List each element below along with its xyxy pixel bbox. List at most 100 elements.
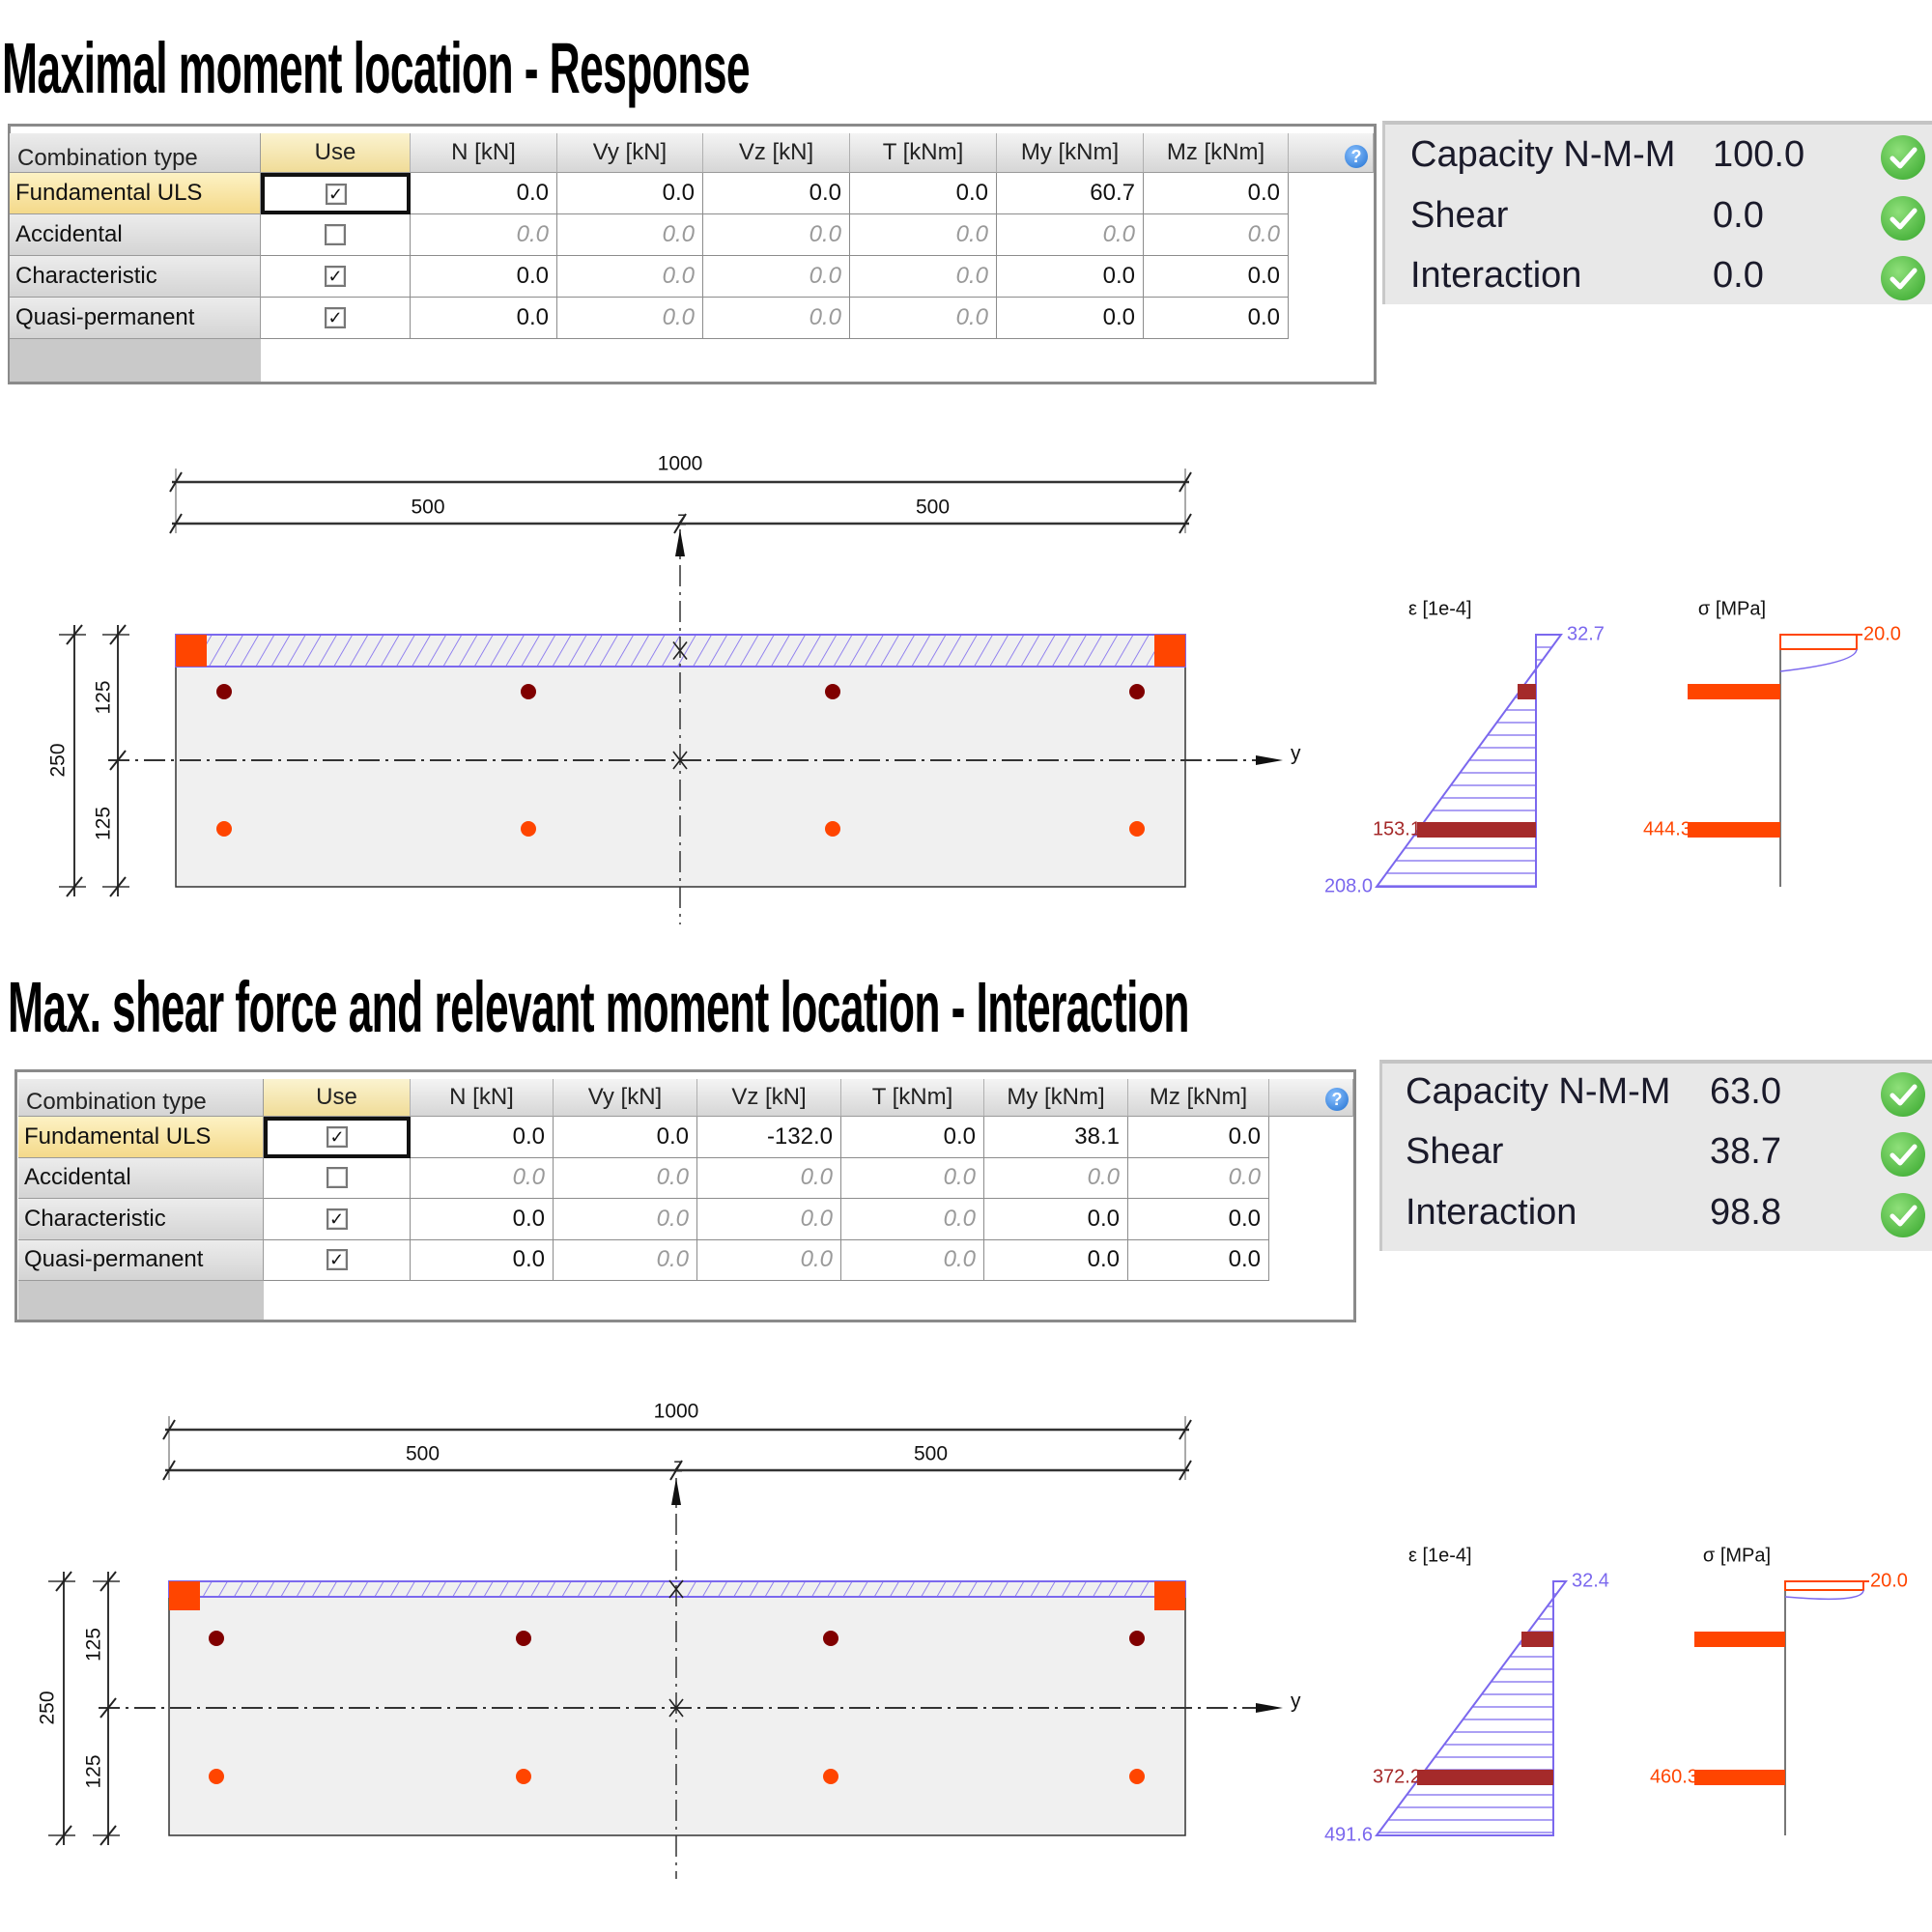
value-cell[interactable]: 0.0 [1144, 256, 1289, 298]
value-cell[interactable]: 0.0 [411, 1157, 554, 1199]
value-cell[interactable]: 60.7 [997, 173, 1144, 214]
column-header-mz-knm[interactable]: Mz [kNm] [1144, 133, 1289, 173]
row-label[interactable]: Quasi-permanent [10, 298, 261, 339]
value-cell[interactable]: 0.0 [697, 1239, 841, 1281]
value-cell[interactable]: 0.0 [984, 1239, 1128, 1281]
value-cell[interactable]: 0.0 [984, 1199, 1128, 1240]
value-cell[interactable]: 0.0 [850, 298, 997, 339]
result-label: Capacity N-M-M [1406, 1071, 1671, 1112]
value-cell[interactable]: 0.0 [1144, 173, 1289, 214]
dimension-half-label: 500 [914, 1443, 948, 1465]
column-header-my-knm[interactable]: My [kNm] [984, 1079, 1128, 1117]
column-header-use[interactable]: Use [264, 1079, 411, 1117]
checkbox-checked[interactable]: ✓ [325, 307, 346, 328]
value-cell[interactable]: 0.0 [697, 1199, 841, 1240]
value-cell[interactable]: 0.0 [1128, 1199, 1269, 1240]
column-header-n-kn[interactable]: N [kN] [411, 1079, 554, 1117]
column-header-vy-kn[interactable]: Vy [kN] [554, 1079, 697, 1117]
help-icon[interactable]: ? [1345, 145, 1368, 168]
compressed-concrete-corner-left [169, 1581, 200, 1610]
value-cell[interactable]: 0.0 [1128, 1157, 1269, 1199]
column-header-n-kn[interactable]: N [kN] [411, 133, 557, 173]
use-cell[interactable]: ✓ [261, 173, 411, 214]
value-cell[interactable]: 0.0 [841, 1157, 984, 1199]
column-header-combination-type[interactable]: Combination type [18, 1079, 264, 1117]
checkbox-checked[interactable]: ✓ [326, 1208, 348, 1230]
value-cell[interactable]: 0.0 [411, 1199, 554, 1240]
value-cell[interactable]: 0.0 [997, 298, 1144, 339]
use-cell[interactable] [264, 1157, 411, 1199]
checkbox-checked[interactable]: ✓ [326, 1249, 348, 1271]
column-header-my-knm[interactable]: My [kNm] [997, 133, 1144, 173]
value-cell[interactable]: 0.0 [557, 298, 703, 339]
value-cell[interactable]: 38.1 [984, 1117, 1128, 1158]
value-cell[interactable]: 0.0 [557, 173, 703, 214]
check-ok-icon [1881, 1193, 1925, 1237]
value-cell[interactable]: 0.0 [850, 256, 997, 298]
value-cell[interactable]: 0.0 [841, 1199, 984, 1240]
value-cell[interactable]: 0.0 [997, 256, 1144, 298]
value-cell[interactable]: 0.0 [841, 1239, 984, 1281]
row-label[interactable]: Quasi-permanent [18, 1239, 264, 1281]
value-cell[interactable]: 0.0 [1144, 214, 1289, 256]
column-header-vz-kn[interactable]: Vz [kN] [703, 133, 850, 173]
row-label[interactable]: Accidental [10, 214, 261, 256]
value-cell[interactable]: 0.0 [557, 214, 703, 256]
column-header-vy-kn[interactable]: Vy [kN] [557, 133, 703, 173]
use-cell[interactable]: ✓ [264, 1239, 411, 1281]
check-ok-icon [1881, 1072, 1925, 1117]
row-label[interactable]: Characteristic [18, 1199, 264, 1240]
y-axis-label: y [1291, 1690, 1301, 1713]
value-cell[interactable]: 0.0 [411, 1239, 554, 1281]
row-label[interactable]: Characteristic [10, 256, 261, 298]
use-cell[interactable]: ✓ [264, 1117, 411, 1158]
value-cell[interactable]: 0.0 [997, 214, 1144, 256]
value-cell[interactable]: 0.0 [1144, 298, 1289, 339]
dimension-half-height-label: 125 [93, 680, 115, 714]
column-header-t-knm[interactable]: T [kNm] [850, 133, 997, 173]
value-cell[interactable]: 0.0 [703, 298, 850, 339]
value-cell[interactable]: 0.0 [703, 173, 850, 214]
checkbox-checked[interactable]: ✓ [327, 1126, 348, 1149]
row-label[interactable]: Fundamental ULS [18, 1117, 264, 1158]
dimension-half-height-label: 125 [83, 1628, 105, 1662]
checkbox-checked[interactable]: ✓ [325, 266, 346, 287]
value-cell[interactable]: -132.0 [697, 1117, 841, 1158]
value-cell[interactable]: 0.0 [411, 298, 557, 339]
help-icon[interactable]: ? [1325, 1088, 1349, 1111]
checkbox-checked[interactable]: ✓ [325, 183, 347, 205]
use-cell[interactable]: ✓ [261, 298, 411, 339]
checkbox-unchecked[interactable] [325, 224, 346, 245]
value-cell[interactable]: 0.0 [557, 256, 703, 298]
dimension-tick [1179, 471, 1192, 493]
value-cell[interactable]: 0.0 [984, 1157, 1128, 1199]
value-cell[interactable]: 0.0 [554, 1117, 697, 1158]
value-cell[interactable]: 0.0 [697, 1157, 841, 1199]
value-cell[interactable]: 0.0 [1128, 1239, 1269, 1281]
value-cell[interactable]: 0.0 [703, 214, 850, 256]
column-header-mz-knm[interactable]: Mz [kNm] [1128, 1079, 1269, 1117]
checkbox-unchecked[interactable] [326, 1167, 348, 1189]
value-cell[interactable]: 0.0 [411, 173, 557, 214]
dimension-half-label: 500 [406, 1443, 440, 1465]
value-cell[interactable]: 0.0 [554, 1239, 697, 1281]
value-cell[interactable]: 0.0 [841, 1117, 984, 1158]
column-header-vz-kn[interactable]: Vz [kN] [697, 1079, 841, 1117]
value-cell[interactable]: 0.0 [554, 1199, 697, 1240]
value-cell[interactable]: 0.0 [411, 256, 557, 298]
value-cell[interactable]: 0.0 [1128, 1117, 1269, 1158]
value-cell[interactable]: 0.0 [411, 214, 557, 256]
value-cell[interactable]: 0.0 [554, 1157, 697, 1199]
column-header-use[interactable]: Use [261, 133, 411, 173]
use-cell[interactable]: ✓ [261, 256, 411, 298]
row-label[interactable]: Fundamental ULS [10, 173, 261, 214]
value-cell[interactable]: 0.0 [850, 173, 997, 214]
column-header-combination-type[interactable]: Combination type [10, 133, 261, 173]
use-cell[interactable] [261, 214, 411, 256]
column-header-t-knm[interactable]: T [kNm] [841, 1079, 984, 1117]
value-cell[interactable]: 0.0 [703, 256, 850, 298]
use-cell[interactable]: ✓ [264, 1199, 411, 1240]
value-cell[interactable]: 0.0 [411, 1117, 554, 1158]
row-label[interactable]: Accidental [18, 1157, 264, 1199]
value-cell[interactable]: 0.0 [850, 214, 997, 256]
